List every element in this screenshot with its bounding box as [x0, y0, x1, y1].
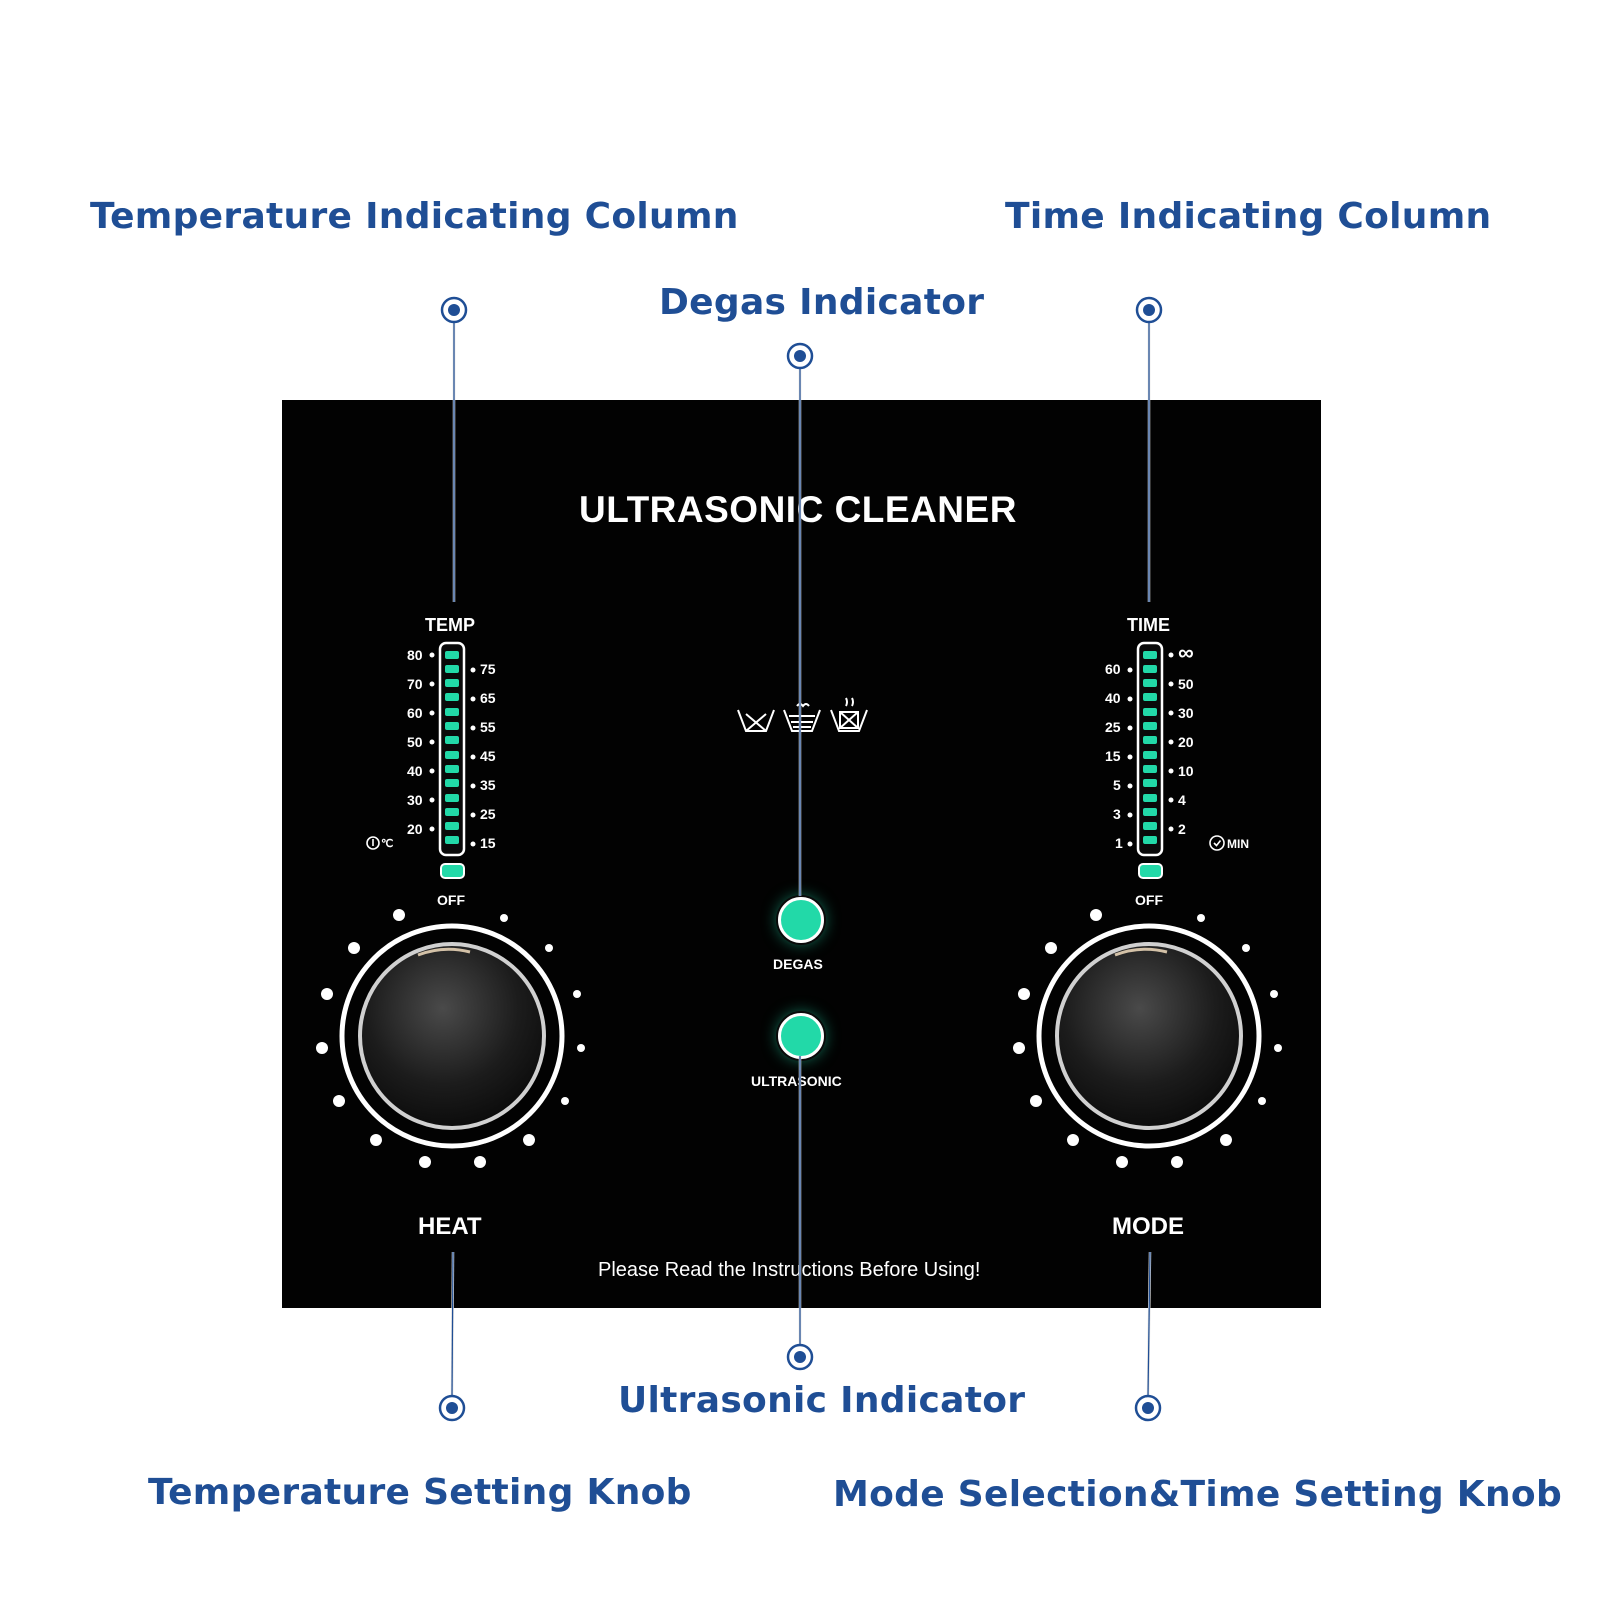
time-off-label: OFF	[1135, 892, 1163, 908]
heat-knob[interactable]	[316, 909, 585, 1168]
time-scale-left: 3	[1113, 806, 1121, 822]
callout-target-icon	[786, 1343, 814, 1371]
temp-scale-left: 40	[407, 763, 423, 779]
time-scale-right: 2	[1178, 821, 1186, 837]
time-scale-left: 60	[1105, 661, 1121, 677]
panel-title: ULTRASONIC CLEANER	[579, 489, 1017, 530]
time-unit-label: MIN	[1227, 837, 1249, 851]
heat-knob-scale-dots	[316, 909, 585, 1168]
time-scale-left: 40	[1105, 690, 1121, 706]
callout-target-icon	[786, 342, 814, 370]
callout-ultrasonic-indicator: Ultrasonic Indicator	[618, 1380, 1026, 1421]
temp-scale-left: 20	[407, 821, 423, 837]
time-scale-infinity: ∞	[1178, 640, 1194, 665]
time-scale-left: 5	[1113, 777, 1121, 793]
wash-basin-icon	[737, 709, 775, 732]
callout-leader-lines	[450, 310, 1152, 1398]
temp-scale-right: 35	[480, 777, 496, 793]
temp-scale-left: 30	[407, 792, 423, 808]
thermometer-icon	[366, 836, 380, 850]
temp-scale-right: 25	[480, 806, 496, 822]
temp-scale-left: 70	[407, 676, 423, 692]
time-scale-left: 15	[1105, 748, 1121, 764]
callout-temperature-column: Temperature Indicating Column	[90, 196, 739, 237]
time-scale-left: 25	[1105, 719, 1121, 735]
mode-knob-scale-dots	[1013, 909, 1282, 1168]
temp-scale-right: 75	[480, 661, 496, 677]
time-scale-right: 50	[1178, 676, 1194, 692]
callout-target-icon	[440, 296, 468, 324]
mode-knob-label: MODE	[1112, 1213, 1184, 1240]
callout-mode-knob: Mode Selection&Time Setting Knob	[833, 1474, 1563, 1515]
temp-column-label: TEMP	[425, 615, 476, 635]
temp-led-column	[429, 641, 476, 879]
ultrasonic-label: ULTRASONIC	[751, 1073, 842, 1089]
degas-basin-icon	[783, 703, 821, 732]
callout-target-icon	[438, 1394, 466, 1422]
temp-scale-right: 15	[480, 835, 496, 851]
no-heat-basin-icon	[830, 697, 868, 732]
temp-off-label: OFF	[437, 892, 465, 908]
callout-target-icon	[1134, 1394, 1162, 1422]
temp-scale-right: 65	[480, 690, 496, 706]
clock-icon	[1209, 835, 1225, 851]
time-scale-right: 10	[1178, 763, 1194, 779]
time-scale-right: 4	[1178, 792, 1186, 808]
mode-knob[interactable]	[1013, 909, 1282, 1168]
degas-label: DEGAS	[773, 956, 823, 972]
degas-indicator-light	[778, 897, 824, 943]
callout-temperature-knob: Temperature Setting Knob	[148, 1472, 692, 1513]
temp-scale-left: 50	[407, 734, 423, 750]
time-scale-right: 30	[1178, 705, 1194, 721]
temp-scale-left: 80	[407, 647, 423, 663]
temp-scale-left: 60	[407, 705, 423, 721]
time-column-label: TIME	[1127, 615, 1170, 635]
temp-unit-label: ℃	[381, 838, 394, 850]
time-led-column	[1127, 641, 1174, 879]
callout-degas-indicator: Degas Indicator	[659, 282, 985, 323]
heat-knob-label: HEAT	[418, 1213, 482, 1240]
instructions-note: Please Read the Instructions Before Usin…	[598, 1259, 981, 1281]
callout-target-icon	[1135, 296, 1163, 324]
temp-scale-right: 55	[480, 719, 496, 735]
time-scale-right: 20	[1178, 734, 1194, 750]
temp-scale-right: 45	[480, 748, 496, 764]
callout-time-column: Time Indicating Column	[1005, 196, 1492, 237]
time-scale-left: 1	[1115, 835, 1123, 851]
